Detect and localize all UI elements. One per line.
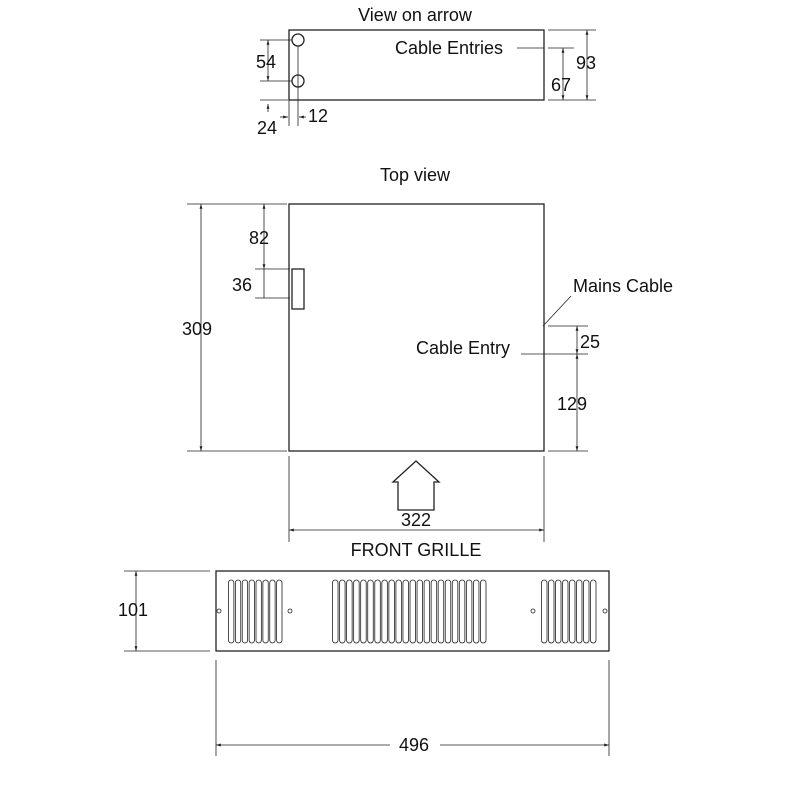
grille-slot xyxy=(360,579,367,644)
grille-slot xyxy=(388,579,395,644)
dim-93: 93 xyxy=(576,53,596,73)
grille-slot xyxy=(346,579,353,644)
grille-slot xyxy=(437,579,445,644)
dim-24: 24 xyxy=(257,118,277,138)
dim-309: 309 xyxy=(182,319,212,339)
view-on-arrow: View on arrow 54 24 12 Cable Entries 93 … xyxy=(256,5,596,138)
grille-slot xyxy=(228,579,235,644)
grille-slot xyxy=(451,579,459,644)
grille-slot xyxy=(395,579,402,644)
top-view-title: Top view xyxy=(380,165,451,185)
grille-slot xyxy=(590,579,597,644)
dim-67: 67 xyxy=(551,75,571,95)
dim-101: 101 xyxy=(118,600,148,620)
grille-slot xyxy=(241,579,249,644)
box-side-outline xyxy=(288,29,545,101)
box-top-outline xyxy=(288,203,545,452)
grille-slot xyxy=(423,579,431,644)
cable-entries-label: Cable Entries xyxy=(395,38,503,58)
dim-496: 496 xyxy=(399,735,429,755)
grille-slot xyxy=(353,579,360,644)
grille-slot xyxy=(480,579,487,644)
dim-25: 25 xyxy=(580,332,600,352)
grille-slot xyxy=(248,579,255,644)
grille-slot xyxy=(541,579,548,644)
grille-slot xyxy=(562,579,569,644)
grille-slot xyxy=(444,579,452,644)
grille-slot xyxy=(548,579,555,644)
mains-cable-label: Mains Cable xyxy=(573,276,673,296)
dim-54: 54 xyxy=(256,52,276,72)
front-grille: FRONT GRILLE 101 496 xyxy=(118,540,610,756)
grille-slot xyxy=(234,579,242,644)
dim-36: 36 xyxy=(232,275,252,295)
dim-322: 322 xyxy=(401,510,431,530)
grille-slot xyxy=(381,579,388,644)
grille-slot xyxy=(555,579,562,644)
grille-slot xyxy=(367,579,374,644)
grille-slot xyxy=(374,579,381,644)
grille-slot xyxy=(276,579,283,644)
grille-slot xyxy=(576,579,583,644)
dim-82: 82 xyxy=(249,228,269,248)
dim-12: 12 xyxy=(308,106,328,126)
grille-slot xyxy=(583,579,590,644)
view-on-arrow-title: View on arrow xyxy=(358,5,473,25)
grille-slot xyxy=(262,579,269,644)
grille-slot xyxy=(339,579,346,644)
grille-slot xyxy=(332,579,339,644)
grille-slot xyxy=(465,579,473,644)
grille-slot xyxy=(430,579,438,644)
grille-slot xyxy=(458,579,466,644)
top-view: Top view 309 82 36 Mains Cable Cable Ent… xyxy=(182,165,673,542)
grille-slot xyxy=(255,579,262,644)
dim-129: 129 xyxy=(557,394,587,414)
grille-slot xyxy=(416,579,423,644)
grille-slot xyxy=(473,579,480,644)
cable-entry-block xyxy=(291,268,305,310)
grille-slot xyxy=(269,579,276,644)
grille-outline xyxy=(215,570,610,652)
view-arrow-icon xyxy=(391,460,441,511)
cable-entry-label: Cable Entry xyxy=(416,338,510,358)
grille-slot xyxy=(569,579,576,644)
front-grille-title: FRONT GRILLE xyxy=(351,540,482,560)
grille-slot xyxy=(402,579,409,644)
grille-slot xyxy=(409,579,416,644)
cable-entry-hole xyxy=(291,33,305,47)
